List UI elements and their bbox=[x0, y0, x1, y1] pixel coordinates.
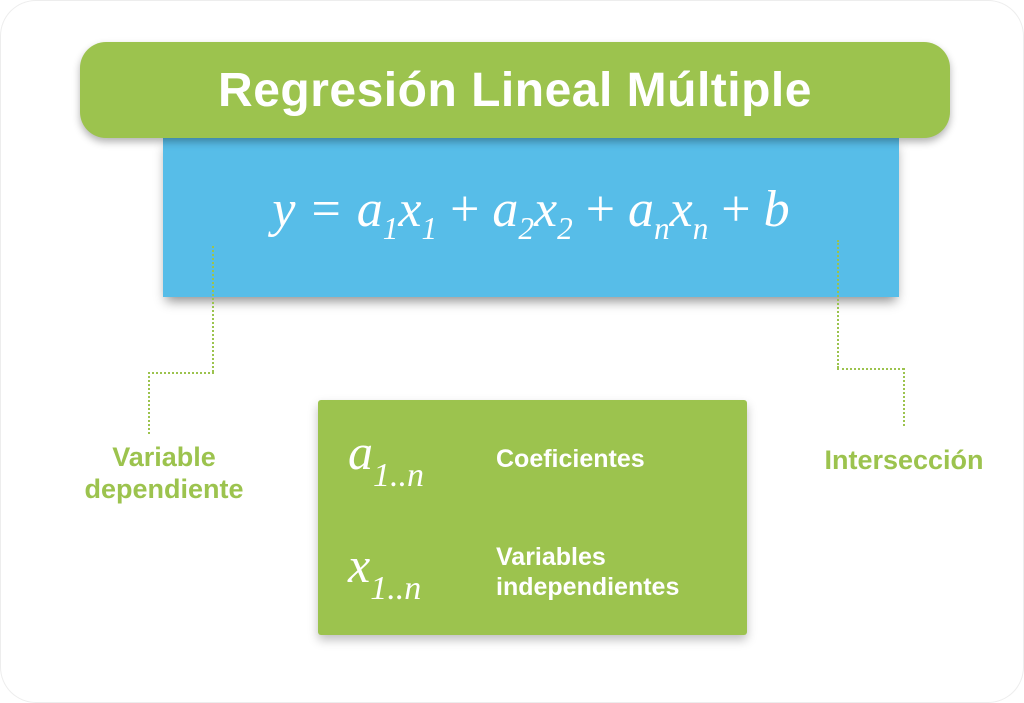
intercept-label: Intersección bbox=[778, 444, 1024, 476]
plus-sign: + bbox=[585, 181, 616, 239]
formula-panel: y=a1x1+a2x2+anxn+b bbox=[163, 137, 899, 297]
intercept-connector-horizontal bbox=[837, 368, 904, 370]
formula-intercept-b: b bbox=[763, 181, 790, 239]
independent-variables-label: Variables independientes bbox=[496, 543, 680, 601]
legend-item-independent-variables: x1..n Variables independientes bbox=[348, 524, 727, 620]
independent-variables-symbol-base: x bbox=[348, 537, 371, 593]
regression-formula: y=a1x1+a2x2+anxn+b bbox=[272, 180, 789, 253]
variable-x2-subscript: 2 bbox=[557, 211, 573, 247]
intercept-connector-vertical-bottom bbox=[903, 368, 905, 426]
coefficients-symbol-subscript: 1..n bbox=[373, 457, 424, 494]
coefficient-a2-subscript: 2 bbox=[518, 211, 534, 247]
slide-title: Regresión Lineal Múltiple bbox=[218, 63, 812, 117]
variable-x1: x bbox=[398, 181, 422, 239]
legend-item-coefficients: a1..n Coeficientes bbox=[348, 414, 727, 504]
coefficient-an-subscript: n bbox=[654, 211, 670, 247]
coefficient-an: a bbox=[628, 181, 655, 239]
coefficients-symbol: a1..n bbox=[348, 423, 496, 495]
dependent-variable-label-line1: Variable bbox=[112, 442, 216, 472]
title-banner: Regresión Lineal Múltiple bbox=[80, 42, 950, 138]
intercept-connector-vertical-top bbox=[837, 240, 839, 368]
coefficients-label: Coeficientes bbox=[496, 445, 645, 473]
dependent-connector-vertical-top bbox=[212, 246, 214, 372]
plus-sign: + bbox=[450, 181, 480, 239]
equals-sign: = bbox=[311, 181, 341, 239]
independent-variables-symbol: x1..n bbox=[348, 536, 496, 608]
dependent-variable-label: Variable dependiente bbox=[38, 441, 290, 505]
variable-xn: x bbox=[669, 181, 693, 239]
coefficient-a1-subscript: 1 bbox=[382, 211, 399, 247]
intercept-label-text: Intersección bbox=[824, 445, 984, 475]
formula-dependent-variable: y bbox=[272, 181, 296, 239]
legend-panel: a1..n Coeficientes x1..n Variables indep… bbox=[318, 400, 747, 635]
coefficient-a1: a bbox=[356, 181, 383, 239]
coefficients-symbol-base: a bbox=[348, 424, 373, 480]
plus-sign: + bbox=[721, 181, 751, 239]
independent-variables-symbol-subscript: 1..n bbox=[370, 570, 422, 607]
dependent-variable-label-line2: dependiente bbox=[84, 474, 244, 504]
coefficient-a2: a bbox=[492, 181, 519, 239]
variable-x1-subscript: 1 bbox=[421, 211, 438, 247]
variable-x2: x bbox=[534, 181, 558, 239]
dependent-connector-vertical-bottom bbox=[148, 372, 150, 434]
variable-xn-subscript: n bbox=[692, 211, 709, 247]
dependent-connector-horizontal bbox=[148, 372, 214, 374]
